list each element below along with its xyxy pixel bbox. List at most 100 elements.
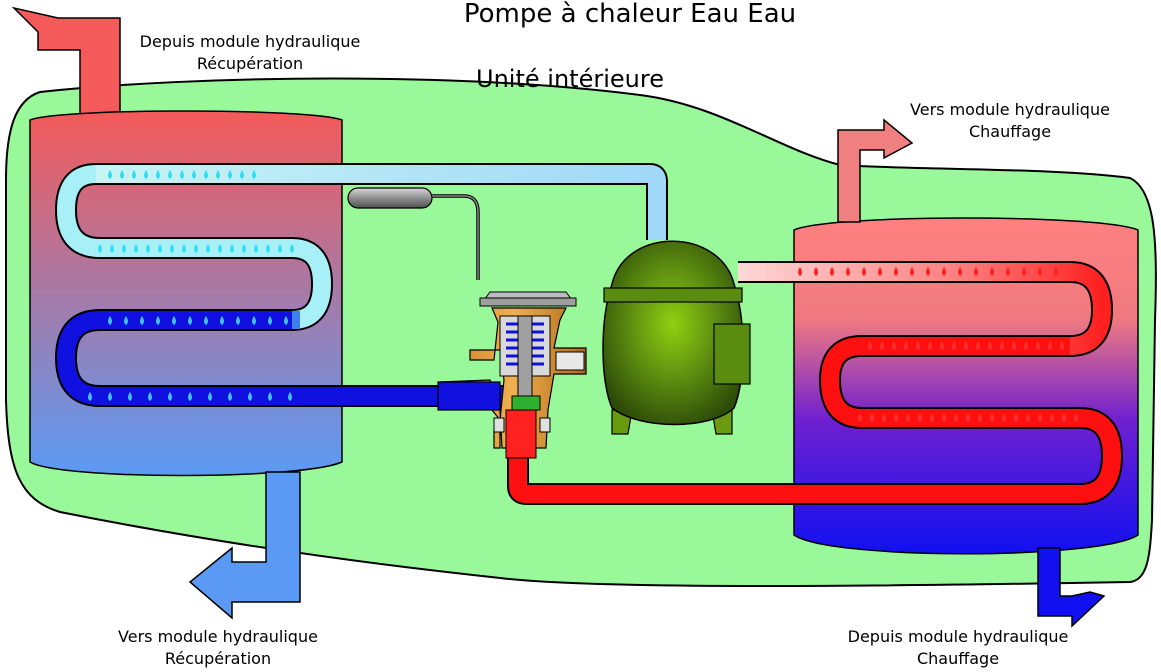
evaporator-droplet (288, 392, 292, 401)
condenser-droplet (1054, 267, 1058, 276)
condenser-tank (793, 217, 1139, 555)
condenser-droplet (846, 267, 850, 276)
condenser-droplet (1002, 413, 1006, 422)
evaporator-droplet (148, 392, 152, 401)
evaporator-droplet (204, 316, 208, 325)
condenser-droplet (880, 341, 884, 350)
label-recup-inlet: Depuis module hydraulique Récupération (139, 32, 361, 73)
unit-label: Unité intérieure (476, 65, 664, 93)
expansion-valve (437, 291, 587, 459)
condenser-droplet (798, 267, 802, 276)
evaporator-droplet (132, 170, 136, 179)
condenser-droplet (868, 341, 872, 350)
evaporator-droplet (290, 244, 294, 253)
evaporator-droplet (120, 170, 124, 179)
recup-outlet-arrow (188, 471, 301, 620)
sensing-bulb (347, 187, 433, 209)
evaporator-droplet (180, 170, 184, 179)
condenser-droplet (1072, 341, 1076, 350)
evaporator-droplet (124, 316, 128, 325)
evaporator-droplet (268, 316, 272, 325)
evaporator-droplet (88, 392, 92, 401)
condenser-coil (507, 261, 1124, 505)
evaporator-droplet (266, 244, 270, 253)
diagram-title: Pompe à chaleur Eau Eau (463, 0, 797, 29)
condenser-droplet (870, 413, 874, 422)
condenser-droplet (830, 267, 834, 276)
condenser-droplet (974, 267, 978, 276)
evaporator-droplet (240, 170, 244, 179)
condenser-droplet (862, 267, 866, 276)
condenser-droplet (1036, 341, 1040, 350)
condenser-droplet (964, 341, 968, 350)
condenser-droplet (966, 413, 970, 422)
condenser-droplet (940, 341, 944, 350)
evaporator-droplet (146, 244, 150, 253)
condenser-droplet (928, 341, 932, 350)
evaporator-droplet (254, 244, 258, 253)
recup-inlet-arrow (11, 6, 121, 119)
condenser-droplet (1012, 341, 1016, 350)
condenser-droplet (814, 267, 818, 276)
condenser-droplets (798, 267, 1078, 422)
condenser-droplet (1062, 413, 1066, 422)
condenser-droplet (988, 341, 992, 350)
evaporator-droplet (230, 244, 234, 253)
label-recup-outlet: Vers module hydraulique Récupération (118, 627, 318, 668)
condenser-droplet (1038, 413, 1042, 422)
evaporator-droplet (122, 244, 126, 253)
condenser-droplet (952, 341, 956, 350)
condenser-droplet (904, 341, 908, 350)
condenser-droplet (1026, 413, 1030, 422)
evaporator-droplet (182, 244, 186, 253)
condenser-droplet (954, 413, 958, 422)
condenser-droplet (990, 267, 994, 276)
evaporator-droplet (208, 392, 212, 401)
evaporator-droplet (228, 392, 232, 401)
evaporator-droplet (170, 244, 174, 253)
evaporator-droplet (156, 170, 160, 179)
condenser-droplet (1050, 413, 1054, 422)
evaporator-droplet (128, 392, 132, 401)
condenser-droplet (976, 341, 980, 350)
condenser-droplet (858, 413, 862, 422)
evaporator-tank (29, 110, 343, 477)
condenser-droplet (942, 267, 946, 276)
condenser-droplet (1074, 413, 1078, 422)
evaporator-droplet (218, 244, 222, 253)
evaporator-droplet (248, 392, 252, 401)
heating-inlet-arrow (1037, 547, 1106, 628)
evaporator-droplets (88, 170, 294, 401)
condenser-droplet (910, 267, 914, 276)
compressor (602, 240, 751, 435)
evaporator-droplet (168, 392, 172, 401)
evaporator-droplet (194, 244, 198, 253)
evaporator-droplet (156, 316, 160, 325)
evaporator-droplet (108, 170, 112, 179)
evaporator-droplet (284, 316, 288, 325)
evaporator-droplet (144, 170, 148, 179)
condenser-droplet (894, 413, 898, 422)
evaporator-droplet (192, 170, 196, 179)
condenser-droplet (906, 413, 910, 422)
condenser-droplet (1000, 341, 1004, 350)
evaporator-droplet (172, 316, 176, 325)
condenser-droplet (892, 341, 896, 350)
evaporator-droplet (236, 316, 240, 325)
evaporator-droplet (168, 170, 172, 179)
evaporator-droplet (158, 244, 162, 253)
evaporator-droplet (278, 244, 282, 253)
evaporator-droplet (134, 244, 138, 253)
evaporator-droplet (228, 170, 232, 179)
evaporator-droplet (98, 244, 102, 253)
condenser-droplet (1048, 341, 1052, 350)
evaporator-droplet (220, 316, 224, 325)
condenser-droplet (894, 267, 898, 276)
condenser-droplet (1006, 267, 1010, 276)
evaporator-droplet (108, 392, 112, 401)
condenser-droplet (1060, 341, 1064, 350)
condenser-droplet (942, 413, 946, 422)
evaporator-droplet (110, 244, 114, 253)
evaporator-droplet (268, 392, 272, 401)
